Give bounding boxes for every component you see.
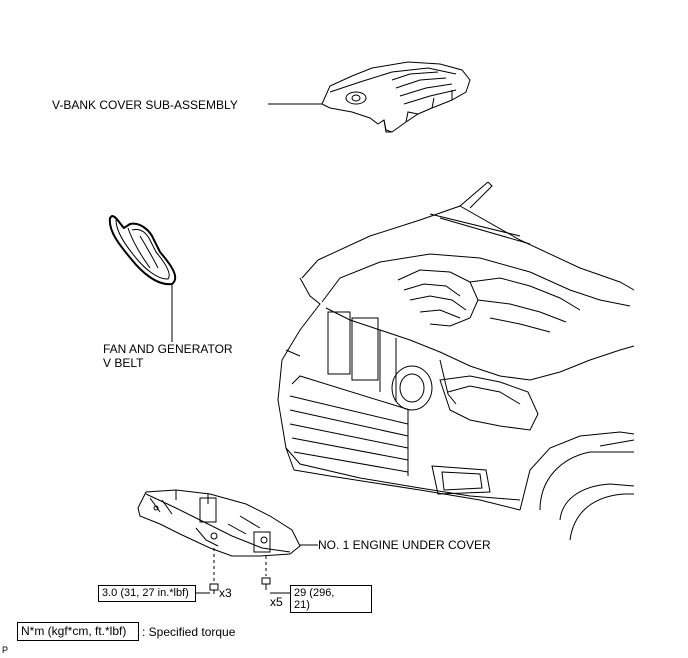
bolt-b-torque-spec-line1: 29 (296, <box>294 587 335 599</box>
v-belt-label-line1: FAN AND GENERATOR <box>103 342 233 356</box>
vbank-cover-drawing <box>321 61 471 133</box>
bolt-b-drawing <box>261 556 271 590</box>
v-belt-drawing <box>108 214 177 286</box>
bolt-a-drawing <box>209 548 219 594</box>
under-cover-label: NO. 1 ENGINE UNDER COVER <box>318 538 491 552</box>
bolt-b-torque-box: 29 (296, 21) <box>290 585 372 613</box>
corner-mark: P <box>2 645 9 655</box>
legend-unit-box: N*m (kgf*cm, ft.*lbf) <box>17 622 139 641</box>
bolt-b-torque-spec-line2: 21) <box>294 599 310 611</box>
bolt-a-torque-box: 3.0 (31, 27 in.*lbf) <box>98 585 196 602</box>
legend-description: : Specified torque <box>142 625 236 639</box>
v-belt-label-line2: V BELT <box>103 356 144 370</box>
legend-unit: N*m (kgf*cm, ft.*lbf) <box>21 624 127 638</box>
under-cover-drawing <box>137 489 301 557</box>
vbank-cover-label: V-BANK COVER SUB-ASSEMBLY <box>52 98 238 112</box>
bolt-a-torque-spec: 3.0 (31, 27 in.*lbf) <box>102 587 189 599</box>
vehicle-front-drawing <box>277 181 635 541</box>
bolt-b-quantity: x5 <box>270 595 283 609</box>
bolt-a-quantity: x3 <box>219 586 232 600</box>
